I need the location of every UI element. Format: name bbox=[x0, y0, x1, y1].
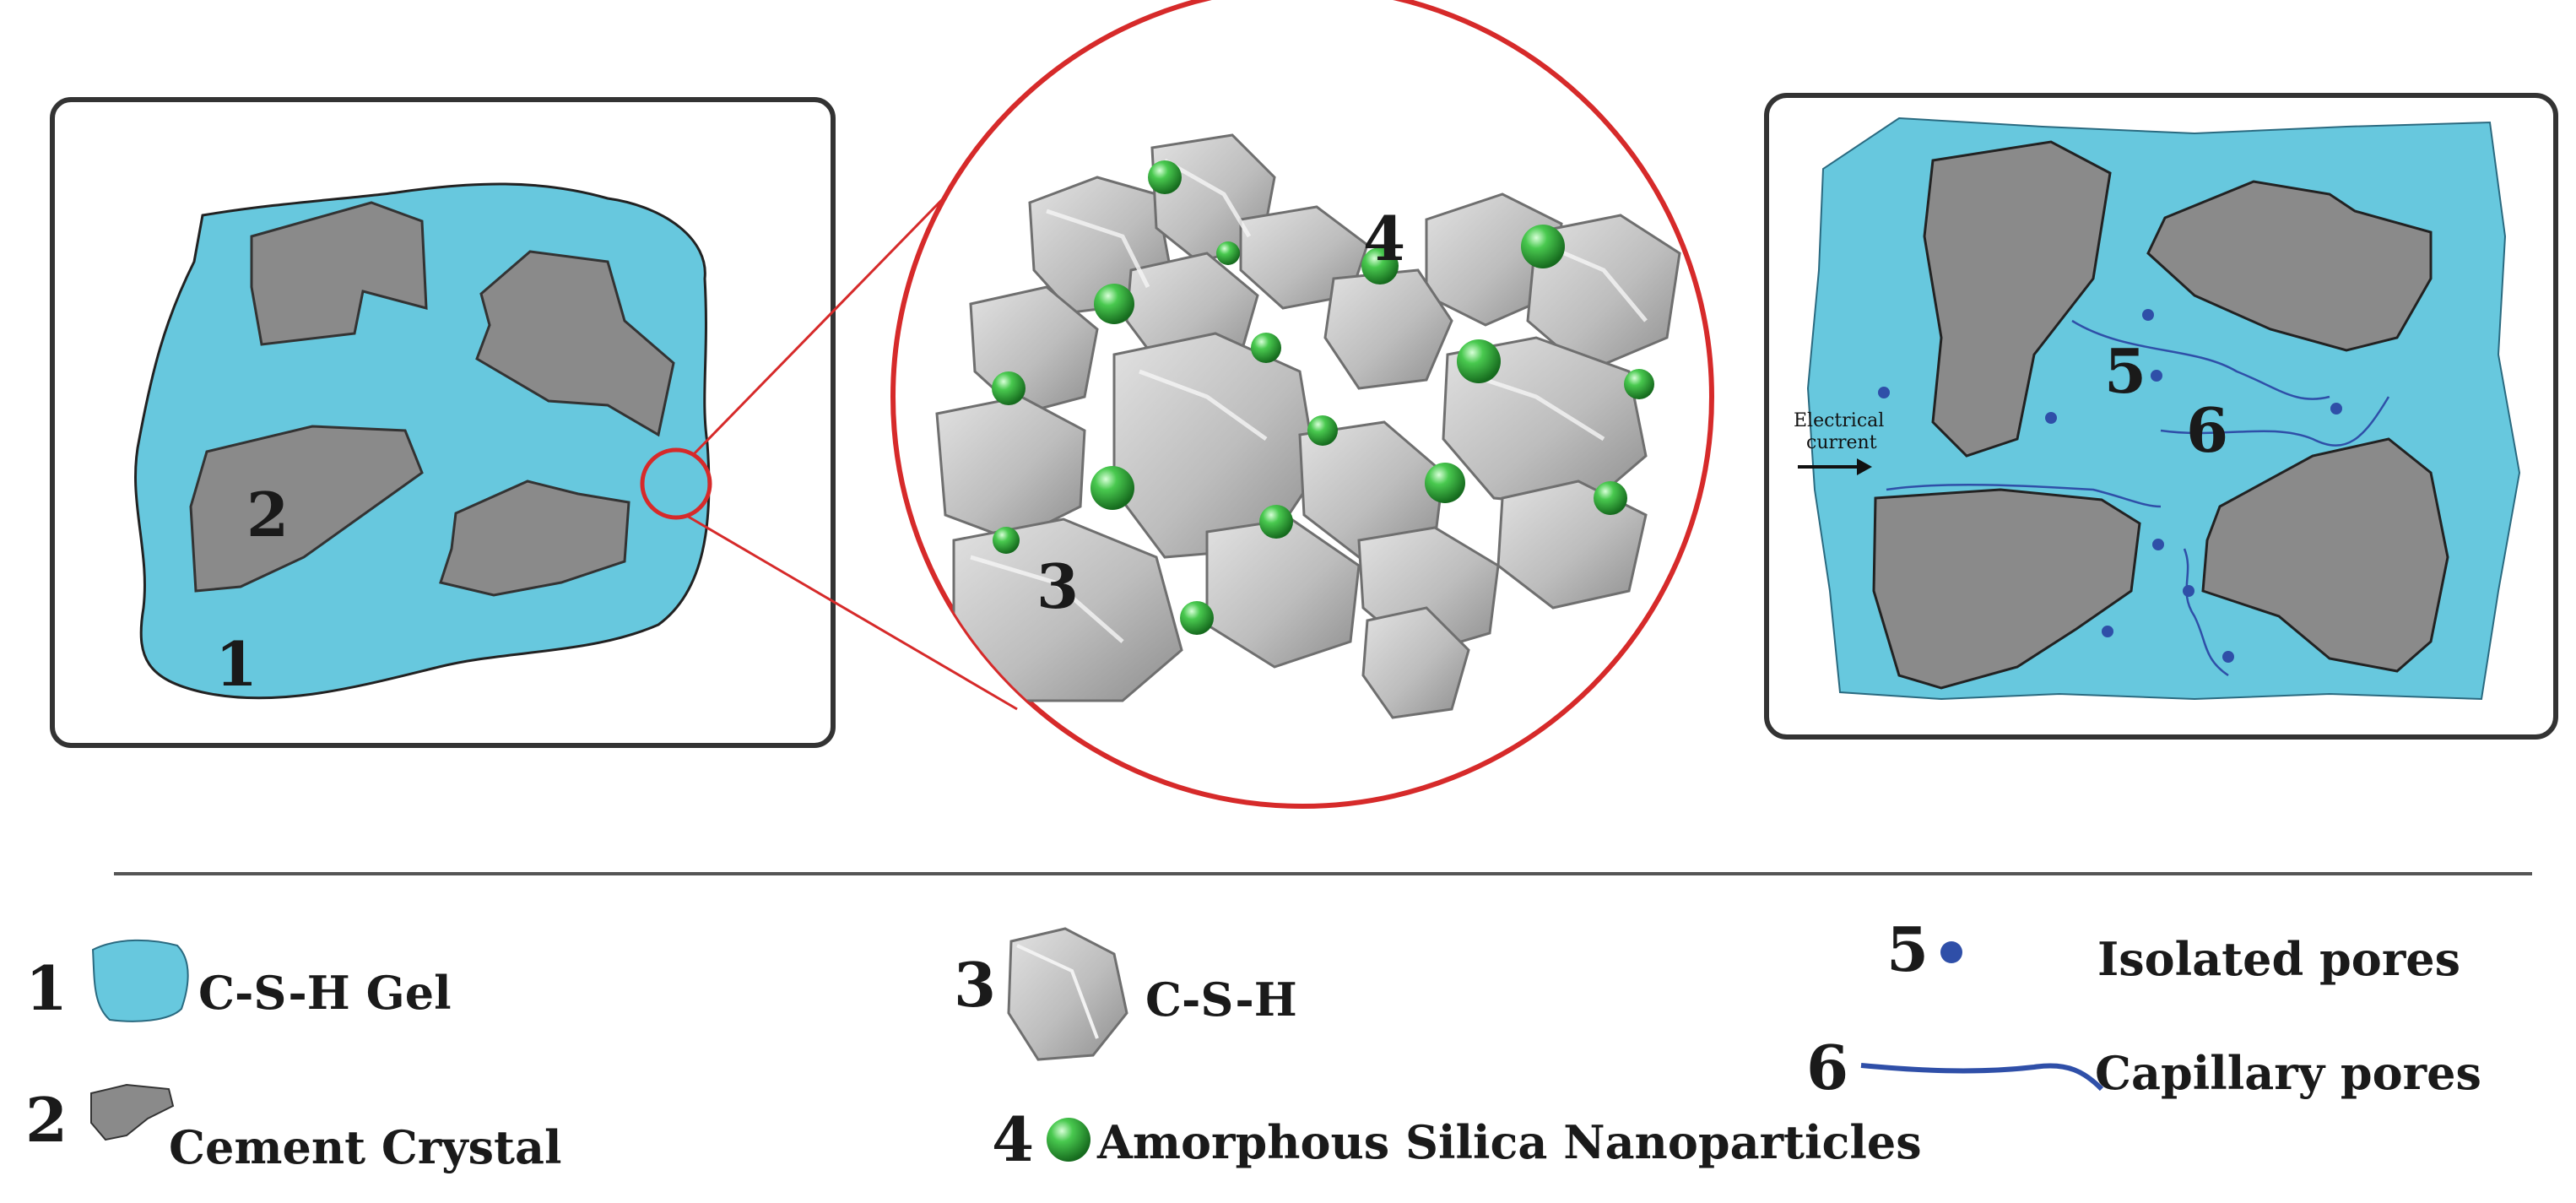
legend-number-4: 4 bbox=[992, 1103, 1034, 1175]
silica-nanoparticle bbox=[993, 527, 1020, 554]
left-crystal-2 bbox=[475, 250, 675, 437]
legend-csh-icon bbox=[1007, 927, 1128, 1061]
isolated-pore bbox=[2045, 412, 2057, 424]
capillary-pore bbox=[1886, 483, 2162, 508]
csh-particle bbox=[1442, 336, 1648, 508]
isolated-pores bbox=[1878, 309, 2342, 663]
isolated-pore bbox=[2142, 309, 2154, 321]
silica-nanoparticle bbox=[1594, 481, 1627, 515]
label-number-3: 3 bbox=[1036, 550, 1079, 622]
silica-nanoparticle bbox=[1094, 284, 1134, 324]
label-number-4: 4 bbox=[1363, 203, 1405, 274]
capillary-pore bbox=[2160, 396, 2390, 447]
silica-nanoparticle bbox=[1148, 160, 1182, 194]
electrical-current-label-line1: Electrical bbox=[1794, 410, 1884, 431]
csh-facet-highlights bbox=[970, 158, 1648, 643]
legend-number-6: 6 bbox=[1806, 1032, 1848, 1103]
legend-number-5: 5 bbox=[1886, 913, 1929, 985]
legend-label-6: Capillary pores bbox=[2095, 1046, 2481, 1100]
silica-nanoparticle bbox=[1090, 466, 1134, 510]
legend-label-5: Isolated pores bbox=[2097, 932, 2460, 986]
right-crystal-1 bbox=[1923, 140, 2112, 458]
legend-capillary-pore-icon bbox=[1860, 1063, 2104, 1092]
legend-gel-swatch bbox=[91, 939, 189, 1022]
csh-particle-cluster bbox=[935, 133, 1681, 719]
electrical-current-label-line2: current bbox=[1806, 432, 1877, 453]
left-crystal-3 bbox=[189, 425, 424, 593]
legend-label-2: Cement Crystal bbox=[169, 1120, 562, 1174]
electrical-current-arrow-icon bbox=[1798, 458, 1872, 475]
right-crystal-4 bbox=[2201, 437, 2449, 673]
left-crystal-1 bbox=[250, 201, 428, 346]
isolated-pore bbox=[2222, 651, 2234, 663]
zoom-connector-bottom bbox=[685, 513, 1018, 711]
silica-nanoparticle bbox=[1307, 415, 1338, 446]
capillary-pore bbox=[2071, 319, 2330, 400]
isolated-pore bbox=[1878, 387, 1890, 398]
zoom-panel: 3 4 bbox=[890, 0, 1714, 809]
legend-csh-facet bbox=[1016, 944, 1099, 1039]
isolated-pore bbox=[2152, 539, 2164, 550]
silica-nanoparticle bbox=[1425, 463, 1465, 503]
legend-number-2: 2 bbox=[25, 1084, 68, 1156]
right-crystal-3 bbox=[1872, 488, 2141, 690]
legend-number-1: 1 bbox=[25, 952, 68, 1024]
isolated-pore bbox=[2102, 626, 2113, 637]
label-number-6: 6 bbox=[2186, 394, 2228, 466]
silica-nanoparticle bbox=[1259, 505, 1293, 539]
capillary-pore bbox=[2183, 548, 2229, 677]
isolated-pore bbox=[2330, 403, 2342, 415]
silica-nanoparticle bbox=[992, 371, 1026, 405]
legend: 1 C-S-H Gel 2 Cement Crystal 3 C-S-H 4 A… bbox=[25, 913, 2481, 1175]
silica-nanoparticle bbox=[1180, 601, 1214, 635]
silica-nanoparticle bbox=[1624, 369, 1654, 399]
right-panel: 5 6 Electrical current bbox=[1764, 93, 2558, 740]
label-number-2: 2 bbox=[246, 479, 289, 550]
zoom-source-circle bbox=[640, 447, 712, 520]
legend-label-3: C-S-H bbox=[1145, 973, 1297, 1027]
isolated-pore bbox=[2151, 370, 2162, 382]
label-number-5: 5 bbox=[2104, 335, 2146, 407]
legend-label-4: Amorphous Silica Nanoparticles bbox=[1096, 1115, 1922, 1169]
legend-isolated-pore-icon bbox=[1940, 941, 1962, 963]
silica-nanoparticle bbox=[1521, 225, 1565, 268]
silica-nanoparticle bbox=[1457, 339, 1501, 383]
silica-nanoparticle bbox=[1251, 333, 1281, 363]
right-crystal-2 bbox=[2146, 180, 2433, 352]
csh-particle bbox=[1361, 606, 1470, 719]
capillary-pore-network bbox=[1886, 319, 2390, 677]
legend-crystal-swatch bbox=[90, 1083, 175, 1141]
csh-particle bbox=[1323, 268, 1453, 390]
legend-nanoparticle-icon bbox=[1047, 1118, 1090, 1162]
left-crystal-4 bbox=[439, 480, 630, 597]
silica-nanoparticle bbox=[1216, 241, 1240, 265]
isolated-pore bbox=[2183, 585, 2194, 597]
legend-number-3: 3 bbox=[954, 949, 996, 1021]
silica-nanoparticle bbox=[1361, 247, 1399, 284]
legend-label-1: C-S-H Gel bbox=[198, 966, 452, 1020]
left-panel: 1 2 bbox=[50, 97, 836, 748]
label-number-1: 1 bbox=[215, 628, 257, 700]
